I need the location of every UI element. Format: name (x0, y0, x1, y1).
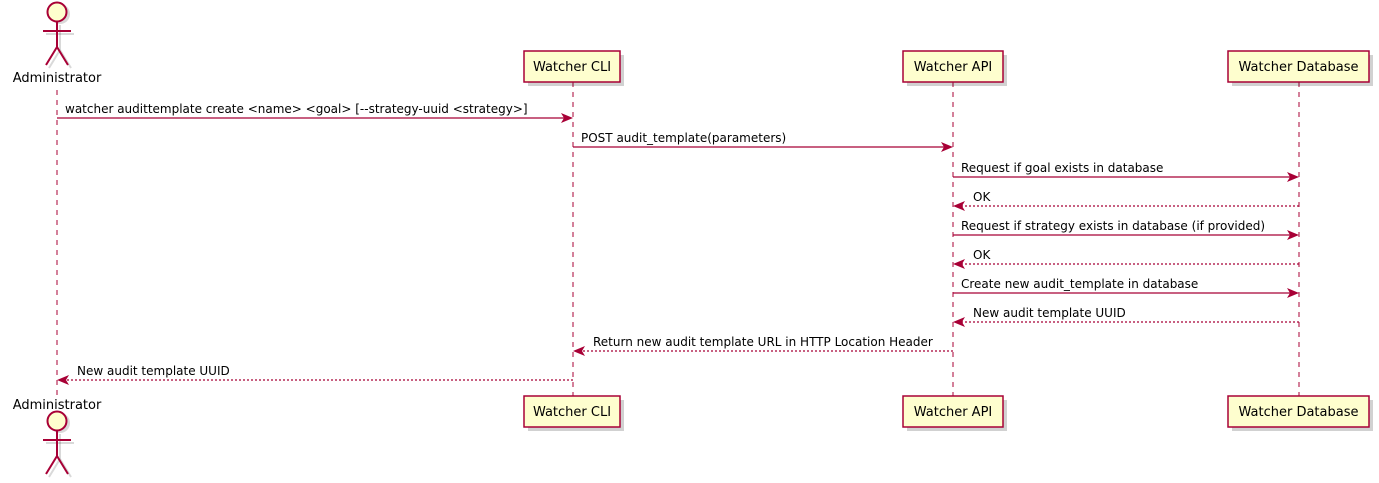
messages-layer: watcher audittemplate create <name> <goa… (57, 102, 1299, 385)
participant-boxes-bottom: Watcher CLI Watcher API Watcher Database (523, 395, 1373, 431)
actor-label-administrator-top: Administrator (13, 71, 102, 86)
message-2[interactable]: POST audit_template(parameters) (573, 131, 953, 152)
participant-box-watcher-cli-bottom[interactable]: Watcher CLI (523, 395, 624, 431)
actor-left-leg-icon (45, 455, 58, 475)
message-3-label: Request if goal exists in database (961, 161, 1163, 175)
message-2-arrowhead (941, 142, 953, 152)
message-9-label: Return new audit template URL in HTTP Lo… (593, 335, 933, 349)
participant-boxes-top: Watcher CLI Watcher API Watcher Database (523, 50, 1373, 86)
lifelines-layer (56, 82, 1300, 396)
message-9-arrowhead (573, 346, 585, 356)
actor-right-leg-icon (56, 46, 69, 66)
actor-administrator-top[interactable]: Administrator (13, 1, 102, 87)
message-8-arrowhead (953, 317, 965, 327)
message-7-arrowhead (1287, 288, 1299, 298)
message-1[interactable]: watcher audittemplate create <name> <goa… (57, 102, 573, 123)
participant-label-watcher-api: Watcher API (914, 405, 993, 420)
actor-left-leg-icon (45, 46, 58, 66)
message-1-label: watcher audittemplate create <name> <goa… (65, 102, 528, 116)
message-6[interactable]: OK (953, 248, 1299, 269)
participant-label-watcher-api: Watcher API (914, 60, 993, 75)
message-5-label: Request if strategy exists in database (… (961, 219, 1265, 233)
message-6-label: OK (973, 248, 991, 262)
message-9[interactable]: Return new audit template URL in HTTP Lo… (573, 335, 953, 356)
message-3[interactable]: Request if goal exists in database (953, 161, 1299, 182)
message-5-arrowhead (1287, 230, 1299, 240)
message-8-label: New audit template UUID (973, 306, 1126, 320)
message-7[interactable]: Create new audit_template in database (953, 277, 1299, 298)
message-10-arrowhead (57, 375, 69, 385)
participant-label-watcher-database: Watcher Database (1239, 405, 1359, 420)
message-4-label: OK (973, 190, 991, 204)
participant-box-watcher-database-bottom[interactable]: Watcher Database (1227, 395, 1373, 431)
message-10[interactable]: New audit template UUID (57, 364, 573, 385)
message-3-arrowhead (1287, 172, 1299, 182)
actor-head-icon (46, 410, 68, 432)
message-8[interactable]: New audit template UUID (953, 306, 1299, 327)
message-7-label: Create new audit_template in database (961, 277, 1198, 291)
message-6-arrowhead (953, 259, 965, 269)
message-5[interactable]: Request if strategy exists in database (… (953, 219, 1299, 240)
participant-box-watcher-api-top[interactable]: Watcher API (902, 50, 1007, 86)
message-2-label: POST audit_template(parameters) (581, 131, 786, 145)
participant-box-watcher-database-top[interactable]: Watcher Database (1227, 50, 1373, 86)
message-1-arrowhead (561, 113, 573, 123)
participant-box-watcher-api-bottom[interactable]: Watcher API (902, 395, 1007, 431)
actor-administrator-bottom[interactable]: Administrator (13, 398, 102, 478)
participant-label-watcher-database: Watcher Database (1239, 60, 1359, 75)
participant-box-watcher-cli-top[interactable]: Watcher CLI (523, 50, 624, 86)
actor-head-icon (46, 1, 68, 23)
actor-label-administrator-bottom: Administrator (13, 398, 102, 413)
message-4[interactable]: OK (953, 190, 1299, 211)
message-10-label: New audit template UUID (77, 364, 230, 378)
actor-right-leg-icon (56, 455, 69, 475)
participant-label-watcher-cli: Watcher CLI (533, 405, 611, 420)
participant-label-watcher-cli: Watcher CLI (533, 60, 611, 75)
message-4-arrowhead (953, 201, 965, 211)
